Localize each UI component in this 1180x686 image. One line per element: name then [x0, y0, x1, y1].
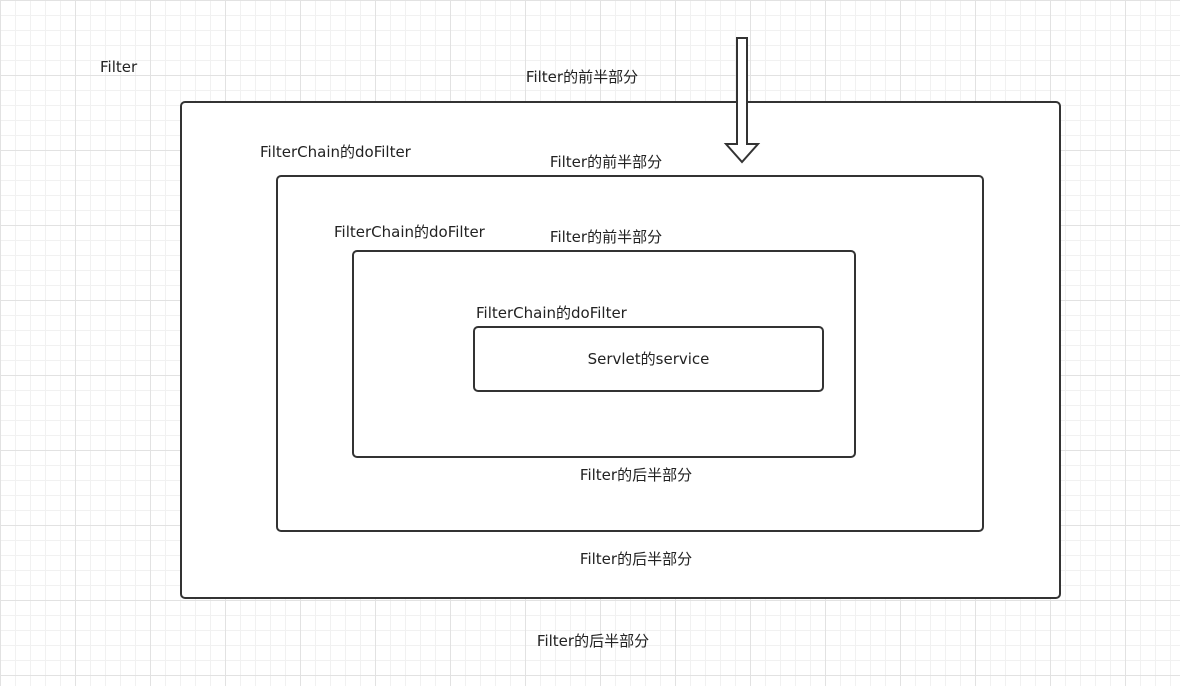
servlet-service-box: Servlet的service [473, 326, 824, 392]
servlet-service-label: Servlet的service [587, 350, 710, 368]
filter-after-label-middle: Filter的后半部分 [579, 550, 693, 568]
filterchain-label-outer: FilterChain的doFilter [260, 143, 411, 161]
filter-before-label-middle: Filter的前半部分 [549, 153, 663, 171]
filter-before-label-inner: Filter的前半部分 [549, 228, 663, 246]
filter-after-label-inner: Filter的后半部分 [579, 466, 693, 484]
filterchain-label-middle: FilterChain的doFilter [334, 223, 485, 241]
diagram-title: Filter [100, 58, 138, 76]
filter-before-label-outer: Filter的前半部分 [525, 68, 639, 86]
down-arrow-icon [723, 37, 761, 164]
filter-after-label-outer: Filter的后半部分 [536, 632, 650, 650]
filterchain-label-inner: FilterChain的doFilter [476, 304, 627, 322]
